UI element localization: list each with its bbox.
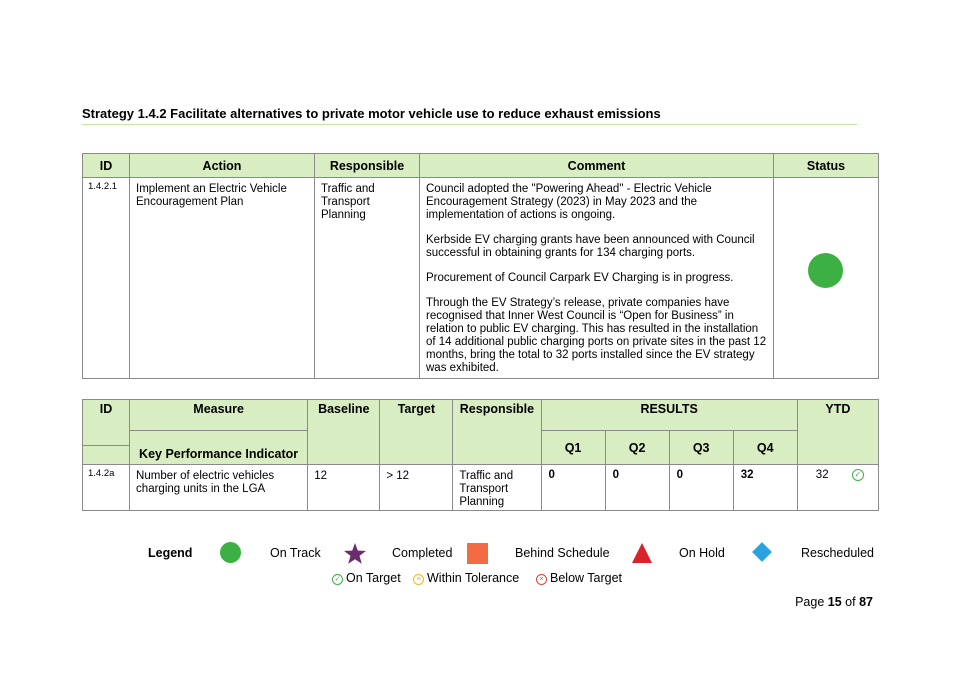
kpi-header-q2: Q2: [604, 430, 670, 465]
kpi-header-q3: Q3: [668, 430, 734, 465]
action-table: ID Action Responsible Comment Status 1.4…: [82, 153, 879, 379]
kpi-header-target: Target: [379, 399, 454, 465]
on-track-circle-icon: [220, 542, 241, 563]
on-target-icon: ✓: [332, 574, 343, 585]
comment-paragraph: Kerbside EV charging grants have been an…: [426, 234, 755, 259]
col-header-id: ID: [82, 153, 130, 178]
kpi-responsible: Traffic and Transport Planning: [452, 464, 542, 511]
col-header-comment: Comment: [419, 153, 774, 178]
kpi-header-results: RESULTS: [540, 399, 798, 431]
col-header-status: Status: [773, 153, 879, 178]
within-tolerance-icon: ≡: [413, 574, 424, 585]
table-row: 1.4.2.1 Implement an Electric Vehicle En…: [82, 177, 879, 379]
legend-rescheduled: Rescheduled: [801, 546, 874, 560]
legend-behind-schedule: Behind Schedule: [515, 546, 610, 560]
on-target-icon: ✓: [851, 469, 864, 481]
legend-title: Legend: [148, 546, 193, 560]
page-number: Page 15 of 87: [795, 595, 873, 609]
table-row: 1.4.2a Number of electric vehicles charg…: [81, 464, 880, 511]
kpi-q1-value: 0: [540, 464, 606, 511]
kpi-header-kpi: Key Performance Indicator: [129, 430, 309, 465]
status-cell: [773, 177, 879, 379]
on-track-status-icon: [808, 253, 843, 288]
below-target-icon: ×: [536, 574, 547, 585]
action-comment: Council adopted the "Powering Ahead" - E…: [419, 177, 774, 379]
kpi-header-q4: Q4: [732, 430, 798, 465]
legend-completed: Completed: [392, 546, 453, 560]
kpi-header-id: ID: [81, 399, 131, 446]
rescheduled-diamond-icon: [752, 542, 772, 562]
kpi-q2-value: 0: [604, 464, 670, 511]
kpi-id: 1.4.2a: [81, 464, 131, 511]
kpi-header-ytd: YTD: [796, 399, 880, 465]
page-prefix: Page: [795, 595, 825, 609]
page-current: 15: [827, 595, 842, 609]
legend-within-tolerance-item: ≡Within Tolerance: [413, 571, 519, 585]
completed-star-icon: [344, 543, 366, 564]
kpi-q3-value: 0: [668, 464, 734, 511]
col-header-action: Action: [129, 153, 315, 178]
kpi-ytd-cell: 32 ✓: [796, 464, 880, 511]
kpi-target: > 12: [379, 464, 454, 511]
kpi-ytd-value: 32: [815, 469, 829, 481]
legend-below-target-item: ×Below Target: [536, 571, 622, 585]
kpi-header-measure: Measure: [129, 399, 309, 431]
comment-paragraph: Through the EV Strategy’s release, priva…: [426, 297, 767, 374]
kpi-table: ID Measure Baseline Target Responsible R…: [81, 399, 880, 511]
kpi-measure: Number of electric vehicles charging uni…: [129, 464, 309, 511]
legend-on-target: On Target: [346, 571, 401, 585]
legend-on-hold: On Hold: [679, 546, 725, 560]
comment-paragraph: Council adopted the "Powering Ahead" - E…: [426, 183, 712, 221]
page-of: of: [845, 595, 856, 609]
kpi-q4-value: 32: [732, 464, 798, 511]
action-text: Implement an Electric Vehicle Encouragem…: [129, 177, 315, 379]
legend-below-target: Below Target: [550, 571, 623, 585]
legend-on-track: On Track: [270, 546, 321, 560]
legend-on-target-item: ✓On Target: [332, 571, 401, 585]
comment-paragraph: Procurement of Council Carpark EV Chargi…: [426, 272, 734, 284]
strategy-heading: Strategy 1.4.2 Facilitate alternatives t…: [82, 106, 857, 125]
kpi-header-q1: Q1: [540, 430, 606, 465]
kpi-baseline: 12: [307, 464, 381, 511]
action-responsible: Traffic and Transport Planning: [314, 177, 420, 379]
col-header-responsible: Responsible: [314, 153, 420, 178]
kpi-header-id-spacer: [81, 445, 131, 465]
legend-within-tolerance: Within Tolerance: [427, 571, 520, 585]
page-total: 87: [859, 595, 873, 609]
action-id: 1.4.2.1: [82, 177, 130, 379]
behind-schedule-square-icon: [467, 543, 488, 564]
on-hold-triangle-icon: [632, 543, 652, 563]
kpi-header-baseline: Baseline: [307, 399, 381, 465]
kpi-header-responsible: Responsible: [452, 399, 542, 465]
